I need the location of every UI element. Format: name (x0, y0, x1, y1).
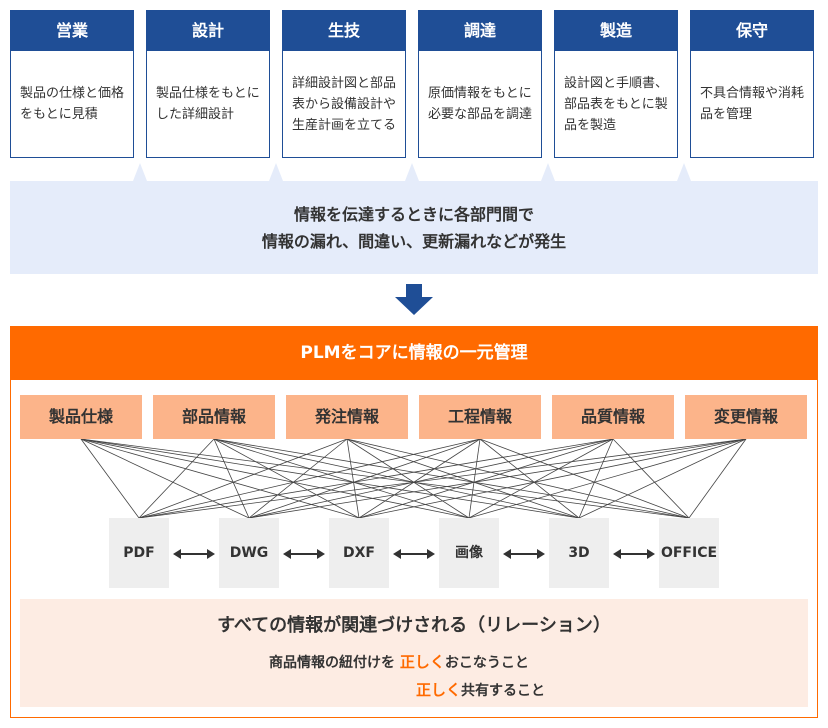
connector-triangle-icon (677, 163, 691, 181)
relation-line-2-1 (248, 438, 348, 519)
relation-line-3-4 (479, 438, 580, 519)
problem-line-2: 情報の漏れ、間違い、更新漏れなどが発生 (261, 231, 567, 251)
dept-desc-production-engineering: 詳細設計図と部品表から設備設計や生産計画を立てる (283, 51, 405, 157)
relation-line-1-4 (213, 438, 580, 519)
relation-line-2-0 (138, 438, 348, 519)
dept-title-production-engineering: 生技 (283, 11, 405, 51)
relation-line-0-0 (80, 438, 140, 519)
info-change: 変更情報 (685, 395, 807, 439)
format-dxf: DXF (329, 518, 389, 588)
info-parts: 部品情報 (153, 395, 275, 439)
double-arrow-icon (503, 549, 545, 559)
double-arrow-icon (283, 549, 325, 559)
relation-line-1-suffix: おこなうこと (444, 655, 529, 671)
relation-line-4-5 (612, 438, 690, 519)
dept-box-production-engineering: 生技 詳細設計図と部品表から設備設計や生産計画を立てる (282, 10, 406, 158)
relation-line-5-0 (138, 438, 747, 519)
relation-line-3-1 (248, 438, 481, 519)
relation-line-3-3 (468, 438, 481, 519)
relation-line-1-highlight: 正しく (399, 653, 445, 671)
info-orders: 発注情報 (286, 395, 408, 439)
relation-line-1-0 (138, 438, 215, 519)
problem-statement-box: 情報を伝達するときに各部門間で 情報の漏れ、間違い、更新漏れなどが発生 (10, 181, 818, 274)
relation-line-4-1 (248, 438, 614, 519)
format-image: 画像 (439, 518, 499, 588)
dept-desc-sales: 製品の仕様と価格をもとに見積 (11, 51, 133, 157)
dept-desc-text-manufacturing: 設計図と手順書、部品表をもとに製品を製造 (564, 75, 669, 133)
relation-line-5-5 (688, 438, 747, 519)
dept-desc-text-sales: 製品の仕様と価格をもとに見積 (20, 86, 125, 122)
relation-line-0-2 (80, 438, 360, 519)
dept-desc-text-maintenance: 不具合情報や消耗品を管理 (700, 86, 805, 122)
relation-line-5-1 (248, 438, 747, 519)
format-dwg: DWG (219, 518, 279, 588)
relation-line-3-5 (479, 438, 690, 519)
dept-title-maintenance: 保守 (691, 11, 813, 51)
problem-line-1: 情報を伝達するときに各部門間で (293, 204, 534, 224)
double-arrow-icon (393, 549, 435, 559)
dept-desc-procurement: 原価情報をもとに必要な部品を調達 (419, 51, 541, 157)
relation-line-2: 正しく共有すること (416, 679, 545, 700)
connector-triangle-icon (269, 163, 283, 181)
double-arrow-icon (613, 549, 655, 559)
dept-title-sales: 営業 (11, 11, 133, 51)
dept-title-design: 設計 (147, 11, 269, 51)
relation-line-4-4 (578, 438, 614, 519)
relation-line-3-0 (138, 438, 481, 519)
relation-box: すべての情報が関連づけされる（リレーション） 商品情報の紐付けを 正しくおこなう… (20, 599, 808, 707)
plm-header: PLMをコアに情報の一元管理 (10, 326, 818, 380)
relation-line-0-1 (80, 438, 250, 519)
dept-desc-design: 製品仕様をもとにした詳細設計 (147, 51, 269, 157)
dept-desc-text-procurement: 原価情報をもとに必要な部品を調達 (428, 86, 533, 122)
relation-line-0-4 (80, 438, 580, 519)
relation-line-4-0 (138, 438, 614, 519)
dept-box-manufacturing: 製造 設計図と手順書、部品表をもとに製品を製造 (554, 10, 678, 158)
relation-line-2-2 (346, 438, 360, 519)
connector-triangle-icon (133, 163, 147, 181)
relation-line-1-5 (213, 438, 690, 519)
relation-line-4-2 (358, 438, 614, 519)
double-arrow-icon (173, 549, 215, 559)
dept-desc-text-design: 製品仕様をもとにした詳細設計 (156, 86, 260, 122)
dept-box-design: 設計 製品仕様をもとにした詳細設計 (146, 10, 270, 158)
relation-line-0-3 (80, 438, 470, 519)
relation-line-2-5 (346, 438, 690, 519)
relation-line-5-3 (468, 438, 747, 519)
relation-line-1-prefix: 商品情報の紐付けを (269, 655, 395, 671)
relation-line-1-2 (213, 438, 360, 519)
dept-box-procurement: 調達 原価情報をもとに必要な部品を調達 (418, 10, 542, 158)
connector-triangle-icon (541, 163, 555, 181)
info-product-spec: 製品仕様 (20, 395, 142, 439)
dept-box-sales: 営業 製品の仕様と価格をもとに見積 (10, 10, 134, 158)
relation-line-1: 商品情報の紐付けを 正しくおこなうこと (269, 651, 529, 672)
info-process: 工程情報 (419, 395, 541, 439)
dept-desc-maintenance: 不具合情報や消耗品を管理 (691, 51, 813, 157)
format-office: OFFICE (659, 518, 719, 588)
dept-desc-manufacturing: 設計図と手順書、部品表をもとに製品を製造 (555, 51, 677, 157)
relation-line-5-4 (578, 438, 747, 519)
relation-line-2-suffix: 共有すること (461, 683, 546, 699)
dept-title-manufacturing: 製造 (555, 11, 677, 51)
dept-desc-text-production-engineering: 詳細設計図と部品表から設備設計や生産計画を立てる (292, 75, 397, 133)
relation-line-5-2 (358, 438, 747, 519)
info-quality: 品質情報 (552, 395, 674, 439)
connector-triangle-icon (405, 163, 419, 181)
relation-line-3-2 (358, 438, 481, 519)
dept-box-maintenance: 保守 不具合情報や消耗品を管理 (690, 10, 814, 158)
relation-title: すべての情報が関連づけされる（リレーション） (217, 615, 611, 636)
relation-line-2-highlight: 正しく (416, 681, 462, 699)
down-arrow-icon (395, 284, 433, 315)
relation-line-4-3 (468, 438, 614, 519)
relation-line-2-3 (346, 438, 470, 519)
relation-line-1-3 (213, 438, 470, 519)
dept-title-procurement: 調達 (419, 11, 541, 51)
relation-line-2-4 (346, 438, 580, 519)
format-3d: 3D (549, 518, 609, 588)
format-pdf: PDF (109, 518, 169, 588)
relation-line-0-5 (80, 438, 690, 519)
